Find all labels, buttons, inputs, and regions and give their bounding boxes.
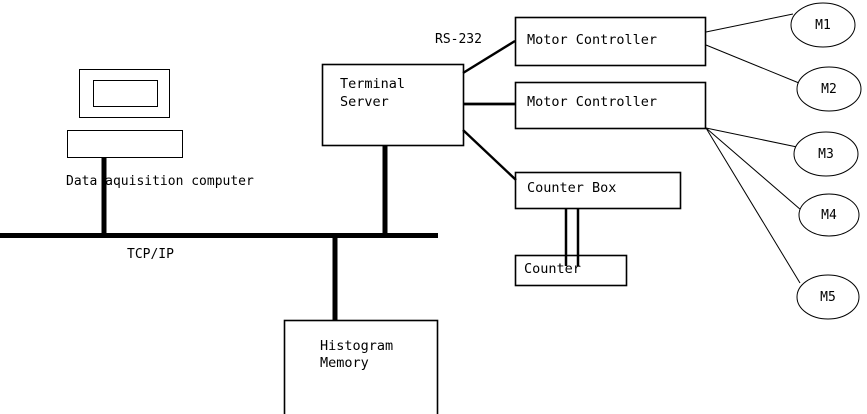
computer-monitor-screen <box>93 80 158 107</box>
data-acquisition-computer-label: Data aquisition computer <box>66 174 254 189</box>
motor-m3-ellipse <box>793 131 859 177</box>
motor-m3-label: M3 <box>818 147 834 162</box>
link-motor-controller-1-to-motor-m1 <box>705 13 794 33</box>
motor-controller-2-label: Motor Controller <box>527 94 658 110</box>
histogram-memory-label-line2: Memory <box>320 355 369 371</box>
motor-m1-ellipse <box>790 2 856 48</box>
link-motor-controller-2-to-motor-m3 <box>705 127 798 148</box>
counter-label: Counter <box>524 261 581 277</box>
tcp-ip-bus-label: TCP/IP <box>127 247 174 262</box>
histogram-memory-box <box>283 319 439 414</box>
link-motor-controller-2-to-motor-m5 <box>705 127 801 284</box>
computer-base <box>67 130 183 158</box>
rs-232-label: RS-232 <box>435 32 482 47</box>
link-terminal-server-to-motor-controller-1 <box>462 39 516 75</box>
motor-controller-2-box <box>514 81 707 130</box>
link-terminal-server-to-counter-box <box>462 129 517 181</box>
motor-m5-label: M5 <box>820 290 836 305</box>
motor-m2-label: M2 <box>821 82 837 97</box>
terminal-server-label-line2: Server <box>340 94 389 110</box>
motor-m4-label: M4 <box>821 208 837 223</box>
link-motor-controller-1-to-motor-m2 <box>705 44 800 84</box>
terminal-server-label-line1: Terminal <box>340 76 406 92</box>
counter-box-label: Counter Box <box>527 180 617 196</box>
motor-m5-ellipse <box>796 274 860 320</box>
motor-m4-ellipse <box>798 193 860 237</box>
link-motor-controller-2-to-motor-m4 <box>705 127 802 211</box>
histogram-memory-label-line1: Histogram <box>320 338 394 354</box>
counter-box-box <box>514 171 682 210</box>
terminal-server-box <box>321 63 465 147</box>
motor-m1-label: M1 <box>815 18 831 33</box>
counter-box <box>514 254 628 287</box>
motor-controller-1-label: Motor Controller <box>527 32 658 48</box>
motor-controller-1-box <box>514 16 707 67</box>
motor-m2-ellipse <box>796 66 862 112</box>
